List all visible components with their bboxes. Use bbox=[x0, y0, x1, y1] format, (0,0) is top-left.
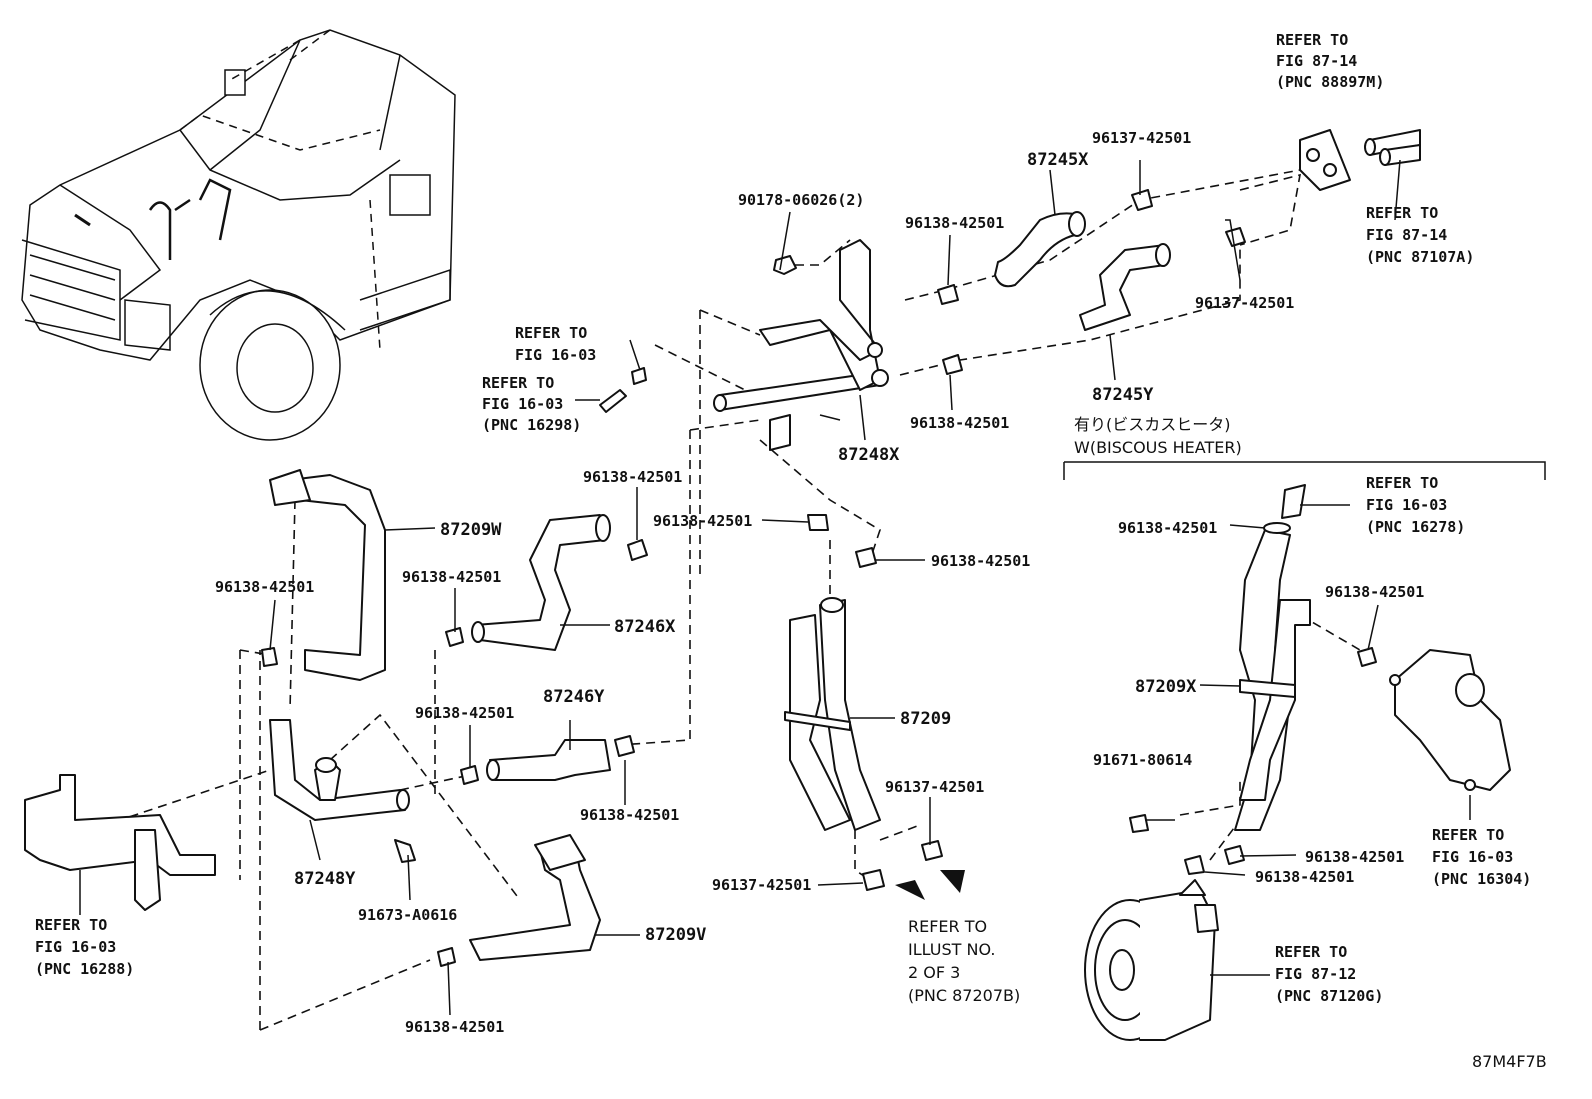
label-clamp-12: 96138-42501 bbox=[1325, 583, 1424, 601]
option-label-en: W(BISCOUS HEATER) bbox=[1074, 438, 1242, 457]
svg-text:ILLUST NO.: ILLUST NO. bbox=[908, 940, 995, 959]
label-90178: 90178-06026(2) bbox=[738, 191, 864, 209]
label-clamp-1: 96138-42501 bbox=[905, 214, 1004, 232]
option-label-jp: 有り(ビスカスヒータ) bbox=[1074, 415, 1231, 434]
refer-r5: REFER TO FIG 16-03 (PNC 16278) bbox=[1366, 474, 1465, 536]
fitting-16298 bbox=[599, 389, 627, 413]
hose-87209w bbox=[269, 469, 386, 681]
label-87245y: 87245Y bbox=[1092, 385, 1154, 405]
viscous-heater-87120g bbox=[1084, 879, 1219, 1041]
label-clip-1: 96137-42501 bbox=[1092, 129, 1191, 147]
clamps bbox=[261, 189, 1377, 967]
svg-text:FIG 87-12: FIG 87-12 bbox=[1275, 965, 1356, 983]
vehicle-illustration bbox=[21, 29, 456, 441]
label-87248x: 87248X bbox=[838, 445, 900, 465]
svg-text:FIG 16-03: FIG 16-03 bbox=[482, 395, 563, 413]
refer-r3: REFER TO FIG 16-03 bbox=[515, 324, 596, 364]
svg-text:REFER TO: REFER TO bbox=[1366, 204, 1438, 222]
pipes-87107a bbox=[1364, 129, 1421, 166]
bolt-91673 bbox=[394, 839, 416, 863]
label-91671: 91671-80614 bbox=[1093, 751, 1192, 769]
hose-87245y bbox=[1079, 243, 1171, 331]
svg-text:(PNC 16304): (PNC 16304) bbox=[1432, 870, 1531, 888]
svg-text:REFER TO: REFER TO bbox=[482, 374, 554, 392]
part-labels: 87245X 87245Y 87248X 87248Y 87209W 87209… bbox=[215, 129, 1424, 1036]
svg-text:(PNC 88897M): (PNC 88897M) bbox=[1276, 73, 1384, 91]
svg-text:REFER TO: REFER TO bbox=[908, 917, 987, 936]
refer-r1: REFER TO FIG 87-14 (PNC 88897M) bbox=[1276, 31, 1384, 91]
svg-text:REFER TO: REFER TO bbox=[1276, 31, 1348, 49]
svg-text:(PNC 16288): (PNC 16288) bbox=[35, 960, 134, 978]
svg-text:REFER TO: REFER TO bbox=[1275, 943, 1347, 961]
leader-lines bbox=[79, 159, 1546, 1016]
svg-text:REFER TO: REFER TO bbox=[35, 916, 107, 934]
label-87209w: 87209W bbox=[440, 520, 502, 540]
refer-r7: REFER TO FIG 87-12 (PNC 87120G) bbox=[1275, 943, 1383, 1005]
refer-r6: REFER TO FIG 16-03 (PNC 16304) bbox=[1432, 826, 1531, 888]
svg-text:FIG 16-03: FIG 16-03 bbox=[1432, 848, 1513, 866]
svg-text:2 OF 3: 2 OF 3 bbox=[908, 963, 960, 982]
hose-87246y bbox=[486, 739, 611, 781]
svg-text:(PNC 87107A): (PNC 87107A) bbox=[1366, 248, 1474, 266]
svg-text:FIG 16-03: FIG 16-03 bbox=[515, 346, 596, 364]
hose-87209v bbox=[469, 834, 601, 961]
refer-r2: REFER TO FIG 87-14 (PNC 87107A) bbox=[1366, 204, 1474, 266]
label-clamp-4: 96138-42501 bbox=[653, 512, 752, 530]
label-clamp-13: 96138-42501 bbox=[1305, 848, 1404, 866]
svg-text:FIG 87-14: FIG 87-14 bbox=[1366, 226, 1447, 244]
pipe-16278 bbox=[1281, 484, 1306, 519]
pipe-16288 bbox=[24, 774, 216, 911]
label-clamp-3: 96138-42501 bbox=[583, 468, 682, 486]
svg-text:(PNC 16278): (PNC 16278) bbox=[1366, 518, 1465, 536]
label-87209v: 87209V bbox=[645, 925, 706, 945]
hose-87246x bbox=[471, 514, 611, 651]
svg-text:(PNC 87120G): (PNC 87120G) bbox=[1275, 987, 1383, 1005]
label-clamp-7: 96138-42501 bbox=[402, 568, 501, 586]
hose-87209x bbox=[1234, 522, 1311, 831]
illustration-code: 87M4F7B bbox=[1472, 1052, 1547, 1071]
label-87209x: 87209X bbox=[1135, 677, 1197, 697]
water-outlet-16304 bbox=[1389, 649, 1511, 791]
bolt-91671 bbox=[1129, 814, 1149, 833]
svg-text:(PNC 87207B): (PNC 87207B) bbox=[908, 986, 1020, 1005]
svg-text:FIG 16-03: FIG 16-03 bbox=[35, 938, 116, 956]
grommet-88897m bbox=[1299, 129, 1351, 191]
svg-text:REFER TO: REFER TO bbox=[515, 324, 587, 342]
label-clamp-14: 96138-42501 bbox=[1255, 868, 1354, 886]
hose-87209 bbox=[784, 597, 881, 831]
svg-text:FIG 87-14: FIG 87-14 bbox=[1276, 52, 1357, 70]
arrows-to-illust bbox=[895, 870, 965, 900]
label-clip-3: 96137-42501 bbox=[885, 778, 984, 796]
connection-lines bbox=[29, 169, 1361, 1031]
refer-r8: REFER TO FIG 16-03 (PNC 16288) bbox=[35, 916, 134, 978]
label-clamp-2: 96138-42501 bbox=[910, 414, 1009, 432]
label-87209: 87209 bbox=[900, 709, 951, 729]
label-87248y: 87248Y bbox=[294, 869, 356, 889]
svg-text:FIG 16-03: FIG 16-03 bbox=[1366, 496, 1447, 514]
svg-text:REFER TO: REFER TO bbox=[1432, 826, 1504, 844]
label-clamp-9: 96138-42501 bbox=[580, 806, 679, 824]
label-91673: 91673-A0616 bbox=[358, 906, 457, 924]
svg-text:(PNC 16298): (PNC 16298) bbox=[482, 416, 581, 434]
label-clip-4: 96137-42501 bbox=[712, 876, 811, 894]
refer-r4: REFER TO FIG 16-03 (PNC 16298) bbox=[482, 374, 581, 434]
label-87246y: 87246Y bbox=[543, 687, 605, 707]
label-clamp-11: 96138-42501 bbox=[1118, 519, 1217, 537]
pipe-87248x bbox=[713, 239, 889, 451]
nut-90178 bbox=[773, 255, 797, 275]
label-clip-2: 96137-42501 bbox=[1195, 294, 1294, 312]
label-clamp-8: 96138-42501 bbox=[415, 704, 514, 722]
label-clamp-5: 96138-42501 bbox=[931, 552, 1030, 570]
label-clamp-10: 96138-42501 bbox=[405, 1018, 504, 1036]
refer-r9: REFER TO ILLUST NO. 2 OF 3 (PNC 87207B) bbox=[908, 917, 1020, 1005]
label-87246x: 87246X bbox=[614, 617, 676, 637]
svg-text:REFER TO: REFER TO bbox=[1366, 474, 1438, 492]
pipe-87248y bbox=[269, 719, 410, 821]
hose-87245x bbox=[994, 211, 1086, 288]
label-clamp-6: 96138-42501 bbox=[215, 578, 314, 596]
label-87245x: 87245X bbox=[1027, 150, 1089, 170]
